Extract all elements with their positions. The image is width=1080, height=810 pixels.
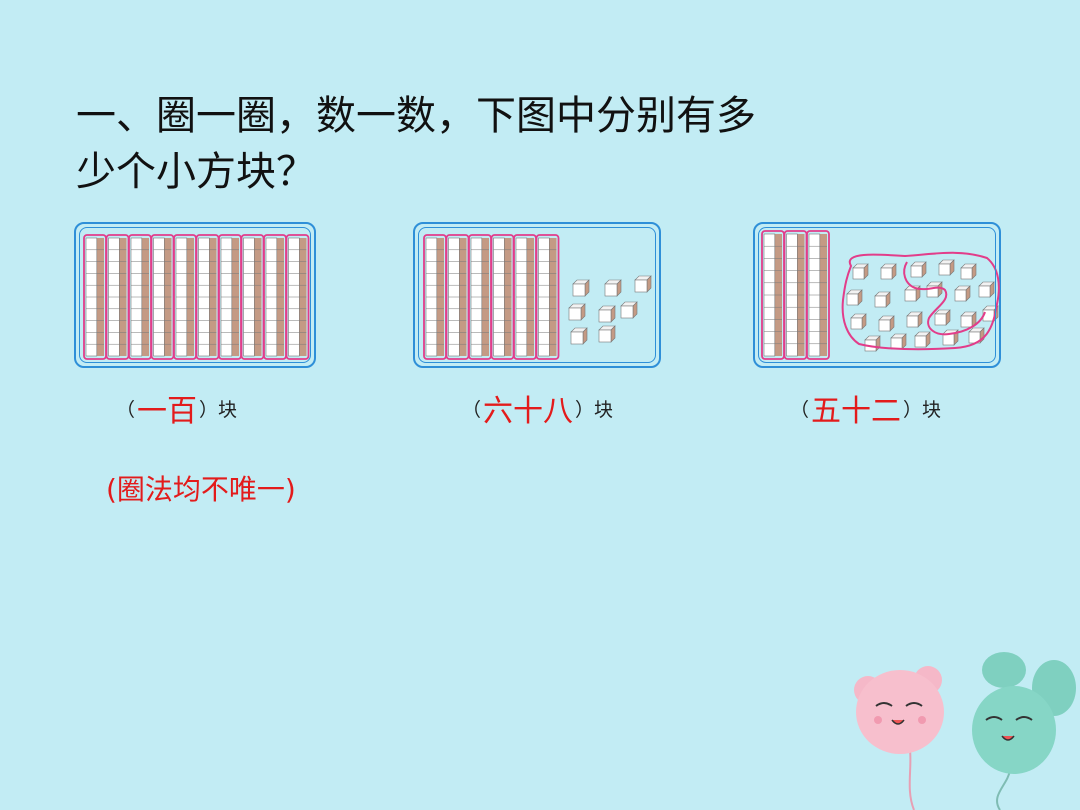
unit-cube xyxy=(598,325,616,343)
answer-2-open: （ xyxy=(462,398,482,421)
unit-cube xyxy=(620,301,638,319)
unit-cube xyxy=(890,333,907,350)
note-text: (圈法均不唯一) xyxy=(106,473,296,506)
answer-2-close: ） xyxy=(575,398,595,421)
unit-cube xyxy=(934,309,951,326)
unit-cube xyxy=(874,291,891,308)
figure-panel-2 xyxy=(413,222,661,368)
answer-line-1: （ 一百 ） 块 xyxy=(116,388,238,429)
question-line-2: 少个小方块？ xyxy=(76,149,316,195)
cubes-circle-outer xyxy=(841,251,1000,351)
ten-rod xyxy=(195,234,220,360)
answer-2-value: 六十八 xyxy=(483,394,574,429)
unit-cube xyxy=(906,311,923,328)
ten-rod xyxy=(490,234,515,360)
unit-cube xyxy=(938,259,955,276)
unit-cube xyxy=(604,279,622,297)
answer-3-open: （ xyxy=(790,398,810,421)
answer-1-close: ） xyxy=(199,398,219,421)
block-figure-3 xyxy=(761,230,1000,360)
ten-rod xyxy=(83,234,107,360)
ten-rod xyxy=(240,234,265,360)
unit-cube xyxy=(572,279,590,297)
unit-cube xyxy=(926,281,943,298)
unit-cube xyxy=(978,281,995,298)
ten-rod xyxy=(105,234,130,360)
unit-cube xyxy=(960,263,977,280)
unit-cube xyxy=(634,275,652,293)
unit-cube xyxy=(954,285,971,302)
ten-rod xyxy=(150,234,175,360)
answer-3-unit: 块 xyxy=(922,398,942,421)
unit-cube xyxy=(570,327,588,345)
ten-rod xyxy=(806,230,830,360)
answer-line-2: （ 六十八 ） 块 xyxy=(462,388,614,429)
pink-balloon-icon xyxy=(854,666,944,810)
unit-cube xyxy=(878,315,895,332)
unit-cube xyxy=(850,313,867,330)
ten-rod xyxy=(263,234,287,360)
balloon-decoration xyxy=(854,652,1076,810)
unit-cube xyxy=(864,335,881,352)
unit-cube xyxy=(598,305,616,323)
ten-rod xyxy=(423,234,447,360)
answer-1-value: 一百 xyxy=(137,394,198,429)
unit-cube xyxy=(910,261,927,278)
cubes-circle-inner xyxy=(903,261,986,336)
ten-rod xyxy=(535,234,560,360)
unit-cube xyxy=(880,263,897,280)
ten-rod xyxy=(128,234,152,360)
ten-rod xyxy=(173,234,197,360)
unit-cube xyxy=(914,331,931,348)
question-text: 一、圈一圈，数一数，下图中分别有多 少个小方块？ xyxy=(76,88,936,200)
answer-1-open: （ xyxy=(116,398,136,421)
ten-rod xyxy=(761,230,785,360)
answer-1-unit: 块 xyxy=(218,398,238,421)
answer-line-3: （ 五十二 ） 块 xyxy=(790,388,942,429)
unit-cube xyxy=(568,303,586,321)
block-figure-2 xyxy=(423,234,652,360)
unit-cube xyxy=(968,327,985,344)
ten-rod xyxy=(513,234,537,360)
question-line-1: 一、圈一圈，数一数，下图中分别有多 xyxy=(76,93,756,139)
teal-balloon-icon xyxy=(972,652,1076,810)
answer-2-unit: 块 xyxy=(594,398,614,421)
figure-panel-1 xyxy=(74,222,316,368)
ten-rod xyxy=(218,234,242,360)
ten-rod xyxy=(445,234,470,360)
ten-rod xyxy=(285,234,310,360)
ten-rod xyxy=(783,230,808,360)
answer-3-value: 五十二 xyxy=(811,394,902,429)
block-figure-1 xyxy=(83,234,310,360)
ten-rod xyxy=(468,234,492,360)
unit-cube xyxy=(852,263,869,280)
unit-cube xyxy=(846,289,863,306)
figure-panel-3 xyxy=(753,222,1001,368)
answer-3-close: ） xyxy=(903,398,923,421)
